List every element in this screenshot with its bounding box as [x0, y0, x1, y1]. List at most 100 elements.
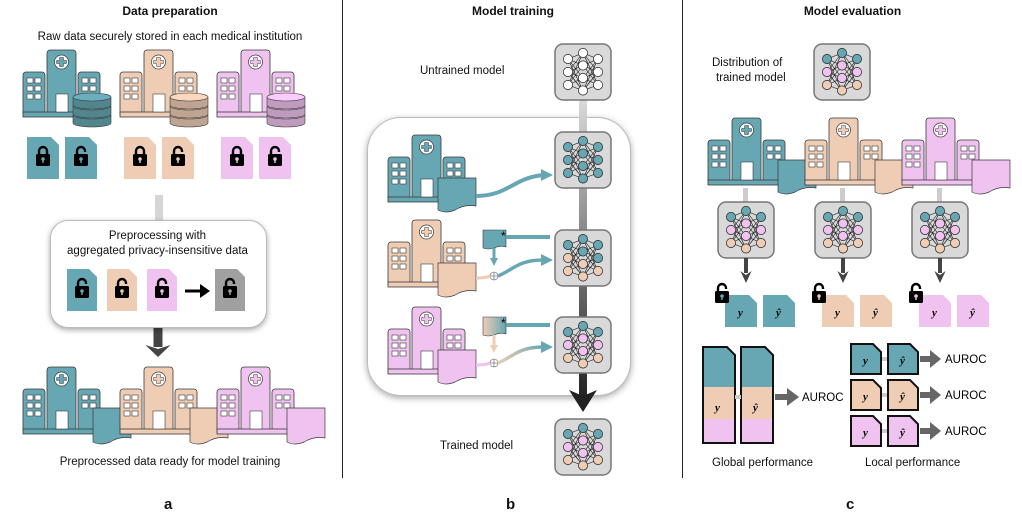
- y-label: y: [930, 307, 937, 319]
- network-node: [726, 212, 736, 222]
- network-node: [741, 218, 751, 229]
- asterisk: *: [501, 316, 506, 330]
- network-node: [741, 231, 751, 241]
- raw-data-caption: Raw data securely stored in each medical…: [37, 31, 303, 43]
- network-node: [578, 173, 588, 184]
- local-y-document: [850, 379, 882, 411]
- network-node: [578, 321, 588, 331]
- network-node: [920, 212, 930, 222]
- yhat-label: ŷ: [898, 391, 905, 403]
- model-after-pink: [554, 316, 612, 374]
- network-node: [853, 225, 863, 235]
- network-node: [950, 212, 960, 222]
- yhat-label: ŷ: [871, 307, 878, 319]
- yhat-label: ŷ: [968, 307, 975, 319]
- local-auroc-label: AUROC: [945, 354, 987, 366]
- preprocessing-line1: Preprocessing with: [108, 230, 207, 242]
- network-node: [593, 142, 603, 152]
- network-node: [563, 80, 573, 90]
- hospital-icon: [707, 117, 789, 186]
- unlocked-padlock-icon: [115, 277, 129, 298]
- local-performance-caption: Local performance: [865, 457, 961, 469]
- network-node: [578, 234, 588, 244]
- global-performance-caption: Global performance: [712, 457, 813, 469]
- unlocked-padlock-icon: [171, 145, 185, 166]
- locked-padlock-icon: [133, 145, 147, 166]
- panel-a-letter: a: [164, 496, 173, 513]
- network-node: [563, 442, 573, 452]
- network-node: [578, 460, 588, 471]
- panel-a-graphics: [22, 49, 326, 445]
- network-node: [838, 243, 848, 254]
- network-node: [837, 48, 847, 58]
- asterisk: *: [501, 229, 506, 243]
- arrow-down-icon: [569, 390, 597, 412]
- local-yhat-document: [887, 415, 919, 447]
- preprocessing-line2: aggregated privacy-insensitive data: [67, 245, 248, 257]
- network-node: [578, 358, 588, 369]
- network-node: [578, 259, 588, 269]
- update-arrow: [475, 173, 544, 198]
- locked-padlock-icon: [230, 145, 244, 166]
- y-label: y: [861, 355, 868, 367]
- arrow-right-icon: [920, 356, 932, 362]
- network-node: [578, 161, 588, 171]
- unlocked-padlock-icon: [909, 282, 923, 303]
- network-node: [593, 67, 603, 77]
- network-node: [578, 246, 588, 257]
- data-document-icon: [437, 177, 477, 213]
- arrow-down-icon: [837, 258, 849, 283]
- network-node: [920, 225, 930, 235]
- network-node: [593, 353, 603, 363]
- data-document-icon: [437, 262, 477, 298]
- shared-parameters-document: [482, 229, 507, 250]
- shared-parameters-document: [482, 316, 507, 337]
- network-node: [593, 266, 603, 276]
- network-node: [593, 327, 603, 337]
- unlocked-padlock-icon: [812, 282, 826, 303]
- panel-b-graphics: **: [387, 43, 612, 476]
- divider-bc: [682, 0, 683, 478]
- panel-c-letter: c: [846, 496, 855, 513]
- network-node: [823, 225, 833, 235]
- hospital-icon: [22, 49, 104, 118]
- network-node: [578, 60, 588, 71]
- network-node: [756, 212, 766, 222]
- global-auroc-label: AUROC: [802, 392, 844, 404]
- data-document-icon: [971, 159, 1011, 195]
- network-node: [578, 423, 588, 433]
- flow-connector: [155, 195, 163, 220]
- network-node: [578, 448, 588, 458]
- network-node: [578, 136, 588, 146]
- label-document: [725, 295, 757, 327]
- network-node: [741, 206, 751, 216]
- unlocked-padlock-icon: [74, 145, 88, 166]
- network-node: [726, 238, 736, 248]
- network-node: [837, 60, 847, 71]
- network-node: [563, 240, 573, 250]
- database-icon: [169, 92, 209, 128]
- network-node: [578, 48, 588, 58]
- y-label: y: [833, 307, 840, 319]
- untrained-model-label: Untrained model: [420, 65, 505, 77]
- network-node: [837, 73, 847, 83]
- network-node: [838, 218, 848, 229]
- network-node: [852, 67, 862, 77]
- local-auroc-label: AUROC: [945, 426, 987, 438]
- network-node: [823, 212, 833, 222]
- unlocked-padlock-icon: [75, 277, 89, 298]
- prediction-document: [860, 295, 892, 327]
- preprocessed-caption: Preprocessed data ready for model traini…: [59, 456, 281, 468]
- network-node: [593, 429, 603, 439]
- arrow-right-icon: [920, 428, 932, 434]
- network-node: [593, 442, 603, 452]
- unlocked-padlock-icon: [715, 282, 729, 303]
- network-node: [563, 455, 573, 465]
- local-model: [911, 201, 969, 259]
- network-node: [578, 271, 588, 282]
- prediction-document: [763, 295, 795, 327]
- network-node: [853, 212, 863, 222]
- local-yhat-document: [887, 343, 919, 375]
- network-node: [563, 253, 573, 263]
- network-node: [935, 218, 945, 229]
